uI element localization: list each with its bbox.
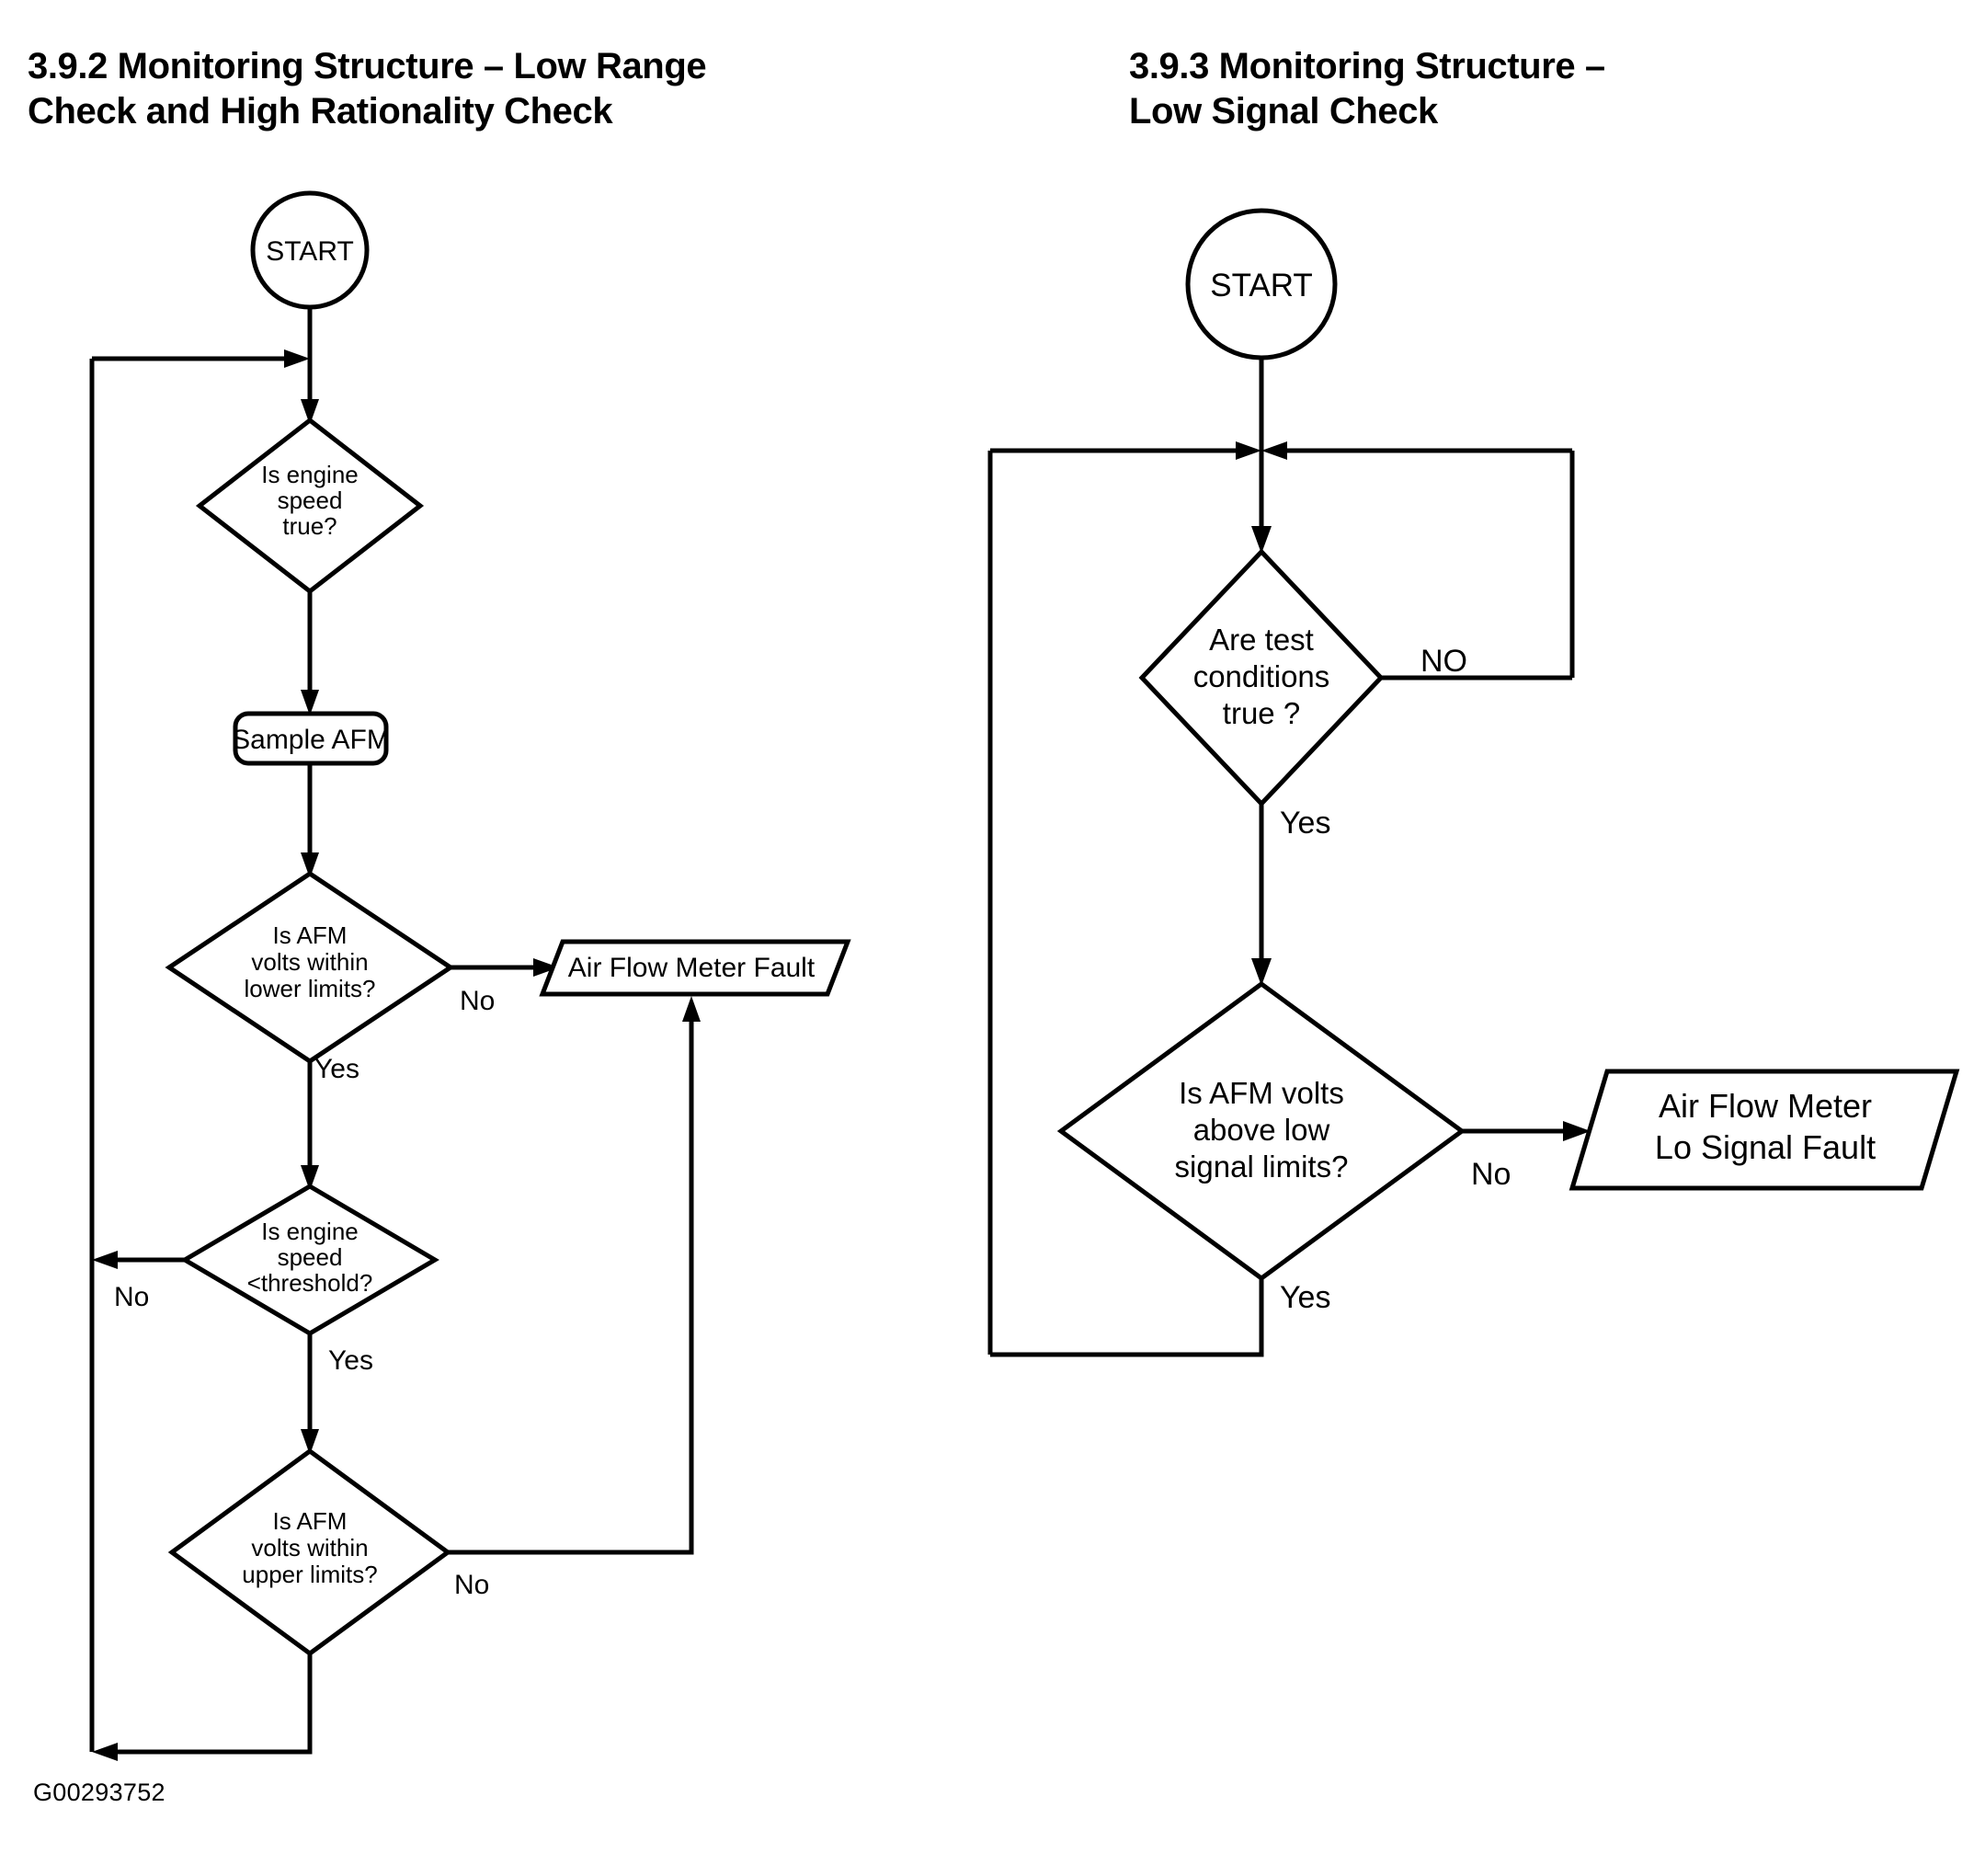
- right-decision-afm-low-signal-line2: above low: [1193, 1113, 1330, 1147]
- left-arrowhead-afm-upper-in: [301, 1429, 319, 1455]
- right-decision-test-conditions-line2: conditions: [1193, 659, 1330, 693]
- left-start-node: START: [250, 190, 370, 310]
- right-arrowhead-test-conditions-in: [1251, 526, 1272, 554]
- right-decision-afm-low-signal-line3: signal limits?: [1175, 1150, 1349, 1184]
- right-decision-afm-low-signal-line1: Is AFM volts: [1179, 1076, 1344, 1110]
- left-arrowhead-threshold-in: [301, 1165, 319, 1191]
- left-decision-afm-upper-limits-line1: Is AFM: [273, 1507, 348, 1535]
- left-decision-engine-speed-threshold-line2: speed: [278, 1243, 343, 1271]
- left-arrowhead-threshold-no: [92, 1251, 118, 1269]
- right-decision-test-conditions-line3: true ?: [1223, 696, 1300, 730]
- left-decision-afm-lower-limits-line1: Is AFM: [273, 921, 348, 949]
- left-decision-engine-speed-true-line1: Is engine: [261, 461, 359, 488]
- left-edge-afm-upper-loopback: [103, 1653, 313, 1755]
- flowchart-right: START Are test conditions true ? NO: [987, 208, 1960, 1357]
- left-arrowhead-loopback-top: [284, 349, 310, 368]
- right-edge-label-test-conditions-yes: Yes: [1280, 806, 1330, 841]
- left-arrowhead-loopback-bottom: [92, 1743, 118, 1761]
- left-process-sample-afm: Sample AFM: [232, 711, 390, 766]
- left-edge-label-threshold-no: No: [114, 1282, 149, 1312]
- left-arrowhead-afm-lower-in: [301, 852, 319, 878]
- right-io-air-flow-meter-lo-signal-fault: Air Flow Meter Lo Signal Fault: [1569, 1069, 1960, 1191]
- right-edge-label-afm-low-signal-no: No: [1471, 1157, 1511, 1192]
- right-edge-afm-low-signal-yes-loopback: [990, 1278, 1264, 1357]
- left-decision-engine-speed-threshold: Is engine speed <threshold?: [180, 1184, 439, 1336]
- left-edge-label-threshold-yes: Yes: [328, 1345, 373, 1376]
- left-io-air-flow-meter-fault: Air Flow Meter Fault: [539, 939, 851, 997]
- left-arrowhead-engine-speed-in: [301, 399, 319, 425]
- right-decision-test-conditions-line1: Are test: [1209, 623, 1314, 657]
- left-decision-engine-speed-true: Is engine speed true?: [195, 417, 425, 595]
- right-io-air-flow-meter-lo-signal-fault-line1: Air Flow Meter: [1659, 1087, 1872, 1125]
- right-edge-label-test-conditions-no: NO: [1420, 644, 1467, 679]
- left-edge-label-afm-lower-yes: Yes: [314, 1054, 359, 1084]
- left-decision-afm-lower-limits-line3: lower limits?: [244, 975, 375, 1002]
- left-decision-afm-upper-limits: Is AFM volts within upper limits?: [167, 1447, 452, 1657]
- section-heading-3-9-3: 3.9.3 Monitoring Structure – Low Signal …: [1129, 46, 1605, 132]
- section-heading-3-9-2: 3.9.2 Monitoring Structure – Low Range C…: [28, 46, 707, 132]
- left-decision-engine-speed-threshold-line3: <threshold?: [247, 1269, 373, 1297]
- right-start-label: START: [1210, 268, 1313, 303]
- right-io-air-flow-meter-lo-signal-fault-line2: Lo Signal Fault: [1655, 1128, 1876, 1166]
- right-start-node: START: [1185, 208, 1338, 360]
- left-decision-afm-lower-limits: Is AFM volts within lower limits?: [165, 870, 455, 1065]
- left-arrowhead-fault-in: [533, 958, 559, 977]
- right-edge-label-afm-low-signal-yes: Yes: [1280, 1280, 1330, 1315]
- left-io-air-flow-meter-fault-label: Air Flow Meter Fault: [568, 953, 816, 983]
- left-decision-engine-speed-threshold-line1: Is engine: [261, 1218, 359, 1245]
- left-arrowhead-sample-in: [301, 690, 319, 715]
- left-decision-engine-speed-true-line2: speed: [278, 486, 343, 514]
- left-decision-engine-speed-true-line3: true?: [282, 512, 337, 540]
- flowchart-left: START Is engine speed true? Sample AFM: [89, 190, 851, 1761]
- figure-id-label: G00293752: [33, 1779, 165, 1806]
- left-decision-afm-upper-limits-line2: volts within: [251, 1534, 368, 1561]
- left-decision-afm-upper-limits-line3: upper limits?: [242, 1561, 377, 1588]
- left-arrowhead-fault-bottom-in: [682, 996, 701, 1022]
- left-start-label: START: [266, 236, 354, 267]
- left-decision-afm-lower-limits-line2: volts within: [251, 948, 368, 976]
- left-process-sample-afm-label: Sample AFM: [232, 725, 390, 755]
- left-edge-label-afm-lower-no: No: [460, 986, 495, 1016]
- left-edge-afm-upper-no: [448, 1007, 694, 1555]
- right-decision-test-conditions: Are test conditions true ?: [1138, 548, 1385, 807]
- left-edge-label-afm-upper-no: No: [454, 1570, 489, 1600]
- right-io-air-flow-meter-lo-signal-fault-shape: [1569, 1069, 1960, 1191]
- right-arrowhead-afm-low-signal-in: [1251, 958, 1272, 986]
- right-arrowhead-merge-from-left: [1236, 441, 1261, 460]
- right-arrowhead-right-fault-in: [1563, 1121, 1591, 1141]
- right-decision-afm-low-signal: Is AFM volts above low signal limits?: [1056, 980, 1466, 1282]
- right-arrowhead-merge-from-right: [1261, 441, 1287, 460]
- left-io-air-flow-meter-fault-shape: [539, 939, 851, 997]
